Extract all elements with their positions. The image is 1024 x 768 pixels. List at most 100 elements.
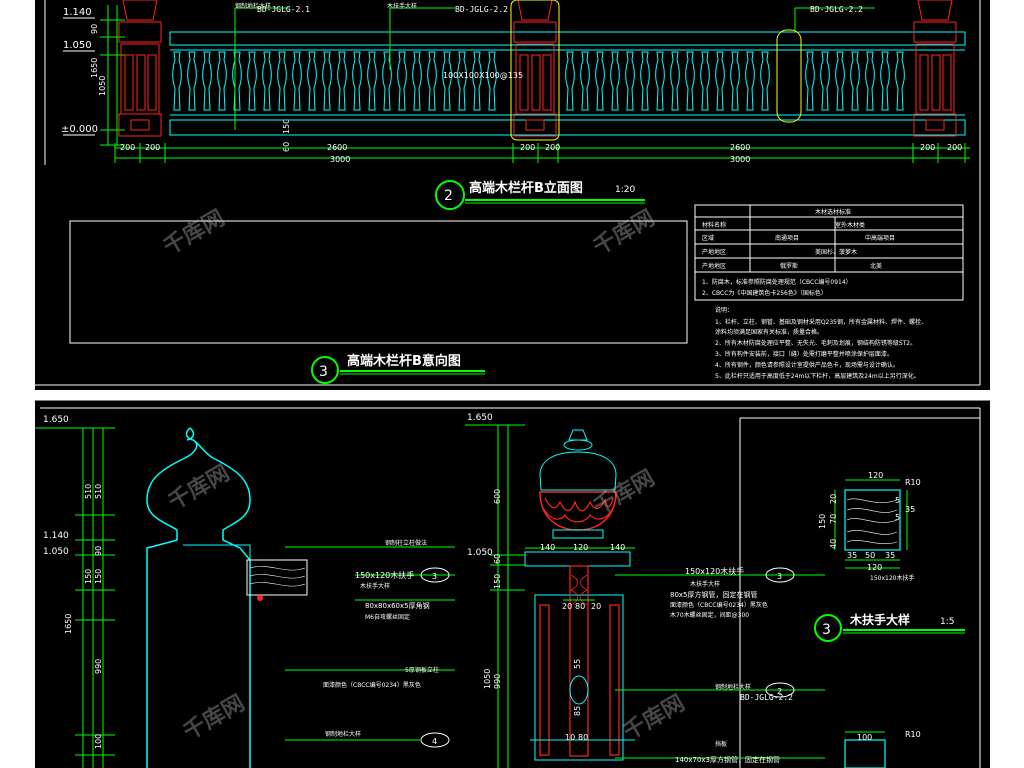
notes-line-4: 3、所有构件安装前，接口（缝）处需打磨平整并喷涂保护层面漆。 xyxy=(715,350,893,358)
baluster xyxy=(565,51,575,111)
baluster xyxy=(487,51,497,111)
table-r3-c1: 产地地区 xyxy=(702,262,726,270)
level-base: ±0.000 xyxy=(61,124,98,135)
baluster xyxy=(880,51,890,111)
baluster xyxy=(457,51,467,111)
sec-mid-inner-7: 80 xyxy=(578,733,588,742)
baluster xyxy=(217,51,227,111)
sec-mid-label-4: 面漆颜色（CBCC编号0234）黑灰色 xyxy=(670,601,768,609)
material-table xyxy=(694,204,964,301)
ref-label-2: BD-JGLG-2.2 xyxy=(455,5,508,14)
baluster xyxy=(685,51,695,111)
table-r3-c3: 北美 xyxy=(870,262,882,270)
baluster xyxy=(835,51,845,111)
sec-mid-label-7: BD-JGLG-2.2 xyxy=(740,693,793,702)
sec-left-label-8: 钢制地栏大样 xyxy=(325,730,361,738)
hdim-total-2: 3000 xyxy=(730,155,750,164)
baluster xyxy=(895,51,905,111)
sec-mid-dim-4: 990 xyxy=(493,674,502,689)
hd-dim-7: 70 xyxy=(829,514,838,524)
hd-dim-11: 50 xyxy=(865,551,875,560)
sec-mid-level-2: 1.050 xyxy=(467,548,493,558)
notes-line-6: 5、此栏杆只适用于高度低于24m以下栏杆，高层建筑及24m以上另行深化。 xyxy=(715,372,920,380)
hdim-6: 2600 xyxy=(730,143,750,152)
baluster xyxy=(442,51,452,111)
left-handrail xyxy=(246,559,308,596)
vdim-90: 90 xyxy=(90,24,99,34)
hd-dim-6: 150 xyxy=(818,514,827,529)
sec-left-dim-7: 990 xyxy=(94,659,103,674)
baluster-row xyxy=(172,51,905,111)
sec-mid-top-1: 140 xyxy=(540,543,555,552)
baluster xyxy=(247,51,257,111)
hdim-4: 200 xyxy=(520,143,535,152)
baluster xyxy=(472,51,482,111)
sec-left-label-5: M6自攻螺丝固定 xyxy=(365,613,410,621)
table-note-1: 1、防腐木，标准参照防腐处理规范（CBCC编号0914） xyxy=(702,278,852,286)
baluster xyxy=(670,51,680,111)
baluster xyxy=(232,51,242,111)
handrail xyxy=(169,31,966,46)
hdim-7: 200 xyxy=(920,143,935,152)
left-label: 钢制地栏大样 xyxy=(235,2,271,10)
sec-mid-dim-2: 60 xyxy=(493,554,502,564)
baluster xyxy=(427,51,437,111)
sec-left-label-2: 150x120木扶手 xyxy=(355,570,414,580)
handrail-detail xyxy=(844,489,901,768)
baluster xyxy=(745,51,755,111)
sec-left-label-3: 木扶手大样 xyxy=(360,582,390,590)
table-r1-c2: 南通项目 xyxy=(775,234,799,242)
level-mid: 1.050 xyxy=(63,40,92,51)
sec-mid-dim-5: 1050 xyxy=(483,669,492,689)
sec-left-level-2: 1.140 xyxy=(43,531,69,541)
vdim-60: 60 xyxy=(282,142,291,152)
hdim-total-1: 3000 xyxy=(330,155,350,164)
sec-mid-circle-2: 2 xyxy=(777,687,782,696)
sec-mid-level-1: 1.650 xyxy=(467,413,493,423)
table-note-2: 2、CBCC为《中国建筑色卡256色》（国标色） xyxy=(702,289,827,297)
sec-mid-label-2: 木扶手大样 xyxy=(690,580,720,588)
hd-dim-15: R10 xyxy=(905,730,921,739)
sec-mid-label-1: 150x120木扶手 xyxy=(685,566,744,576)
sec-mid-top-3: 140 xyxy=(610,543,625,552)
sec-mid-circle-1: 3 xyxy=(777,572,782,581)
base-rail xyxy=(169,119,966,136)
sec-mid-inner-6: 10 xyxy=(565,733,575,742)
sec-mid-label-6: 钢制地栏大样 xyxy=(715,683,751,691)
ref-label-3: BD-JGLG-2.2 xyxy=(810,5,863,14)
sec-mid-dim-3: 150 xyxy=(493,574,502,589)
sec-left-label-7: 面漆颜色（CBCC编号0234）黑灰色 xyxy=(323,681,421,689)
baluster-note: 100X100X100@135 xyxy=(443,71,523,80)
section-panel: 1.650 1.140 1.050 510 510 90 150 150 100… xyxy=(35,400,990,768)
elevation-title: 高端木栏杆B立面图 xyxy=(469,180,583,196)
hdim-1: 200 xyxy=(120,143,135,152)
schematic-title: 高端木栏杆B意向图 xyxy=(347,353,461,369)
baluster xyxy=(820,51,830,111)
sec-mid-dim-1: 600 xyxy=(493,489,502,504)
hd-dim-4: 35 xyxy=(905,505,915,514)
baluster xyxy=(580,51,590,111)
vdim-150: 150 xyxy=(282,119,291,134)
notes-heading: 说明： xyxy=(715,306,733,314)
sec-left-dim-1: 510 xyxy=(94,484,103,499)
baluster xyxy=(307,51,317,111)
sec-left-dim-3: 90 xyxy=(94,546,103,556)
baluster xyxy=(412,51,422,111)
hd-dim-5: 5 xyxy=(895,513,900,522)
sec-left-label-1: 钢制柱立柱做法 xyxy=(385,539,427,547)
baluster xyxy=(655,51,665,111)
baluster xyxy=(352,51,362,111)
notes-line-3: 2、所有木材防腐处理应平整、无失光、毛刺及划痕，钢结构防锈等级ST2。 xyxy=(715,339,916,347)
sec-left-dim-6: 100 xyxy=(94,734,103,749)
baluster xyxy=(367,51,377,111)
sec-left-dim-2: 510 xyxy=(84,484,93,499)
sec-left-dim-8: 1650 xyxy=(64,614,73,634)
hdim-5: 200 xyxy=(545,143,560,152)
table-r2-c1: 产地地区 xyxy=(702,248,726,256)
middle-post-column xyxy=(524,551,635,761)
hd-title: 木扶手大样 xyxy=(849,612,910,627)
hd-dim-13: 120 xyxy=(867,563,882,572)
schematic-frame xyxy=(69,220,688,344)
sec-left-label-6: 5厚钢板立柱 xyxy=(405,666,439,674)
hd-dim-2: R10 xyxy=(905,478,921,487)
